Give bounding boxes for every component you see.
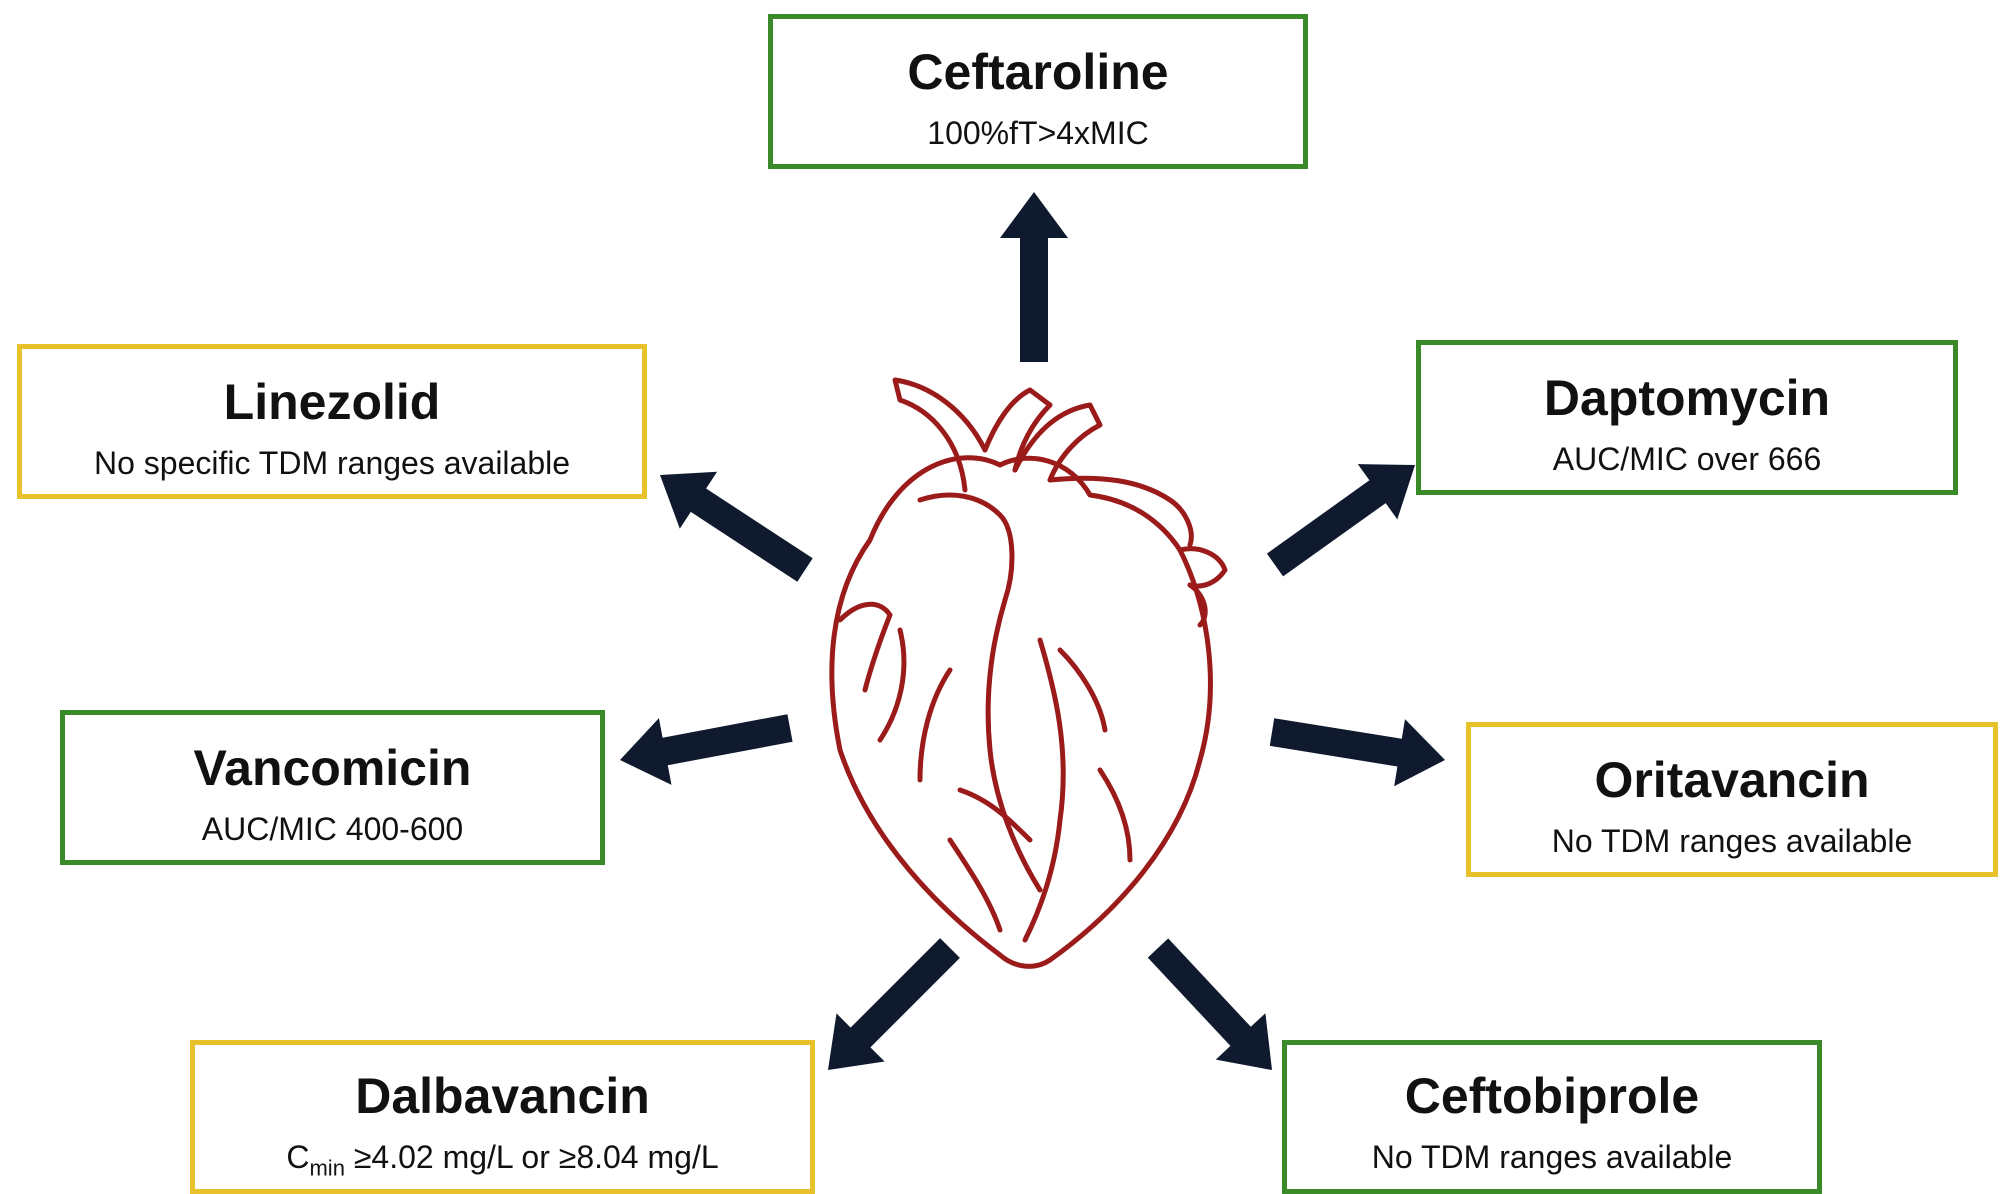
- drug-box-vancomicin: Vancomicin AUC/MIC 400-600: [60, 710, 605, 865]
- drug-target: No TDM ranges available: [1471, 825, 1993, 857]
- drug-target: AUC/MIC over 666: [1421, 443, 1953, 475]
- drug-box-ceftobiprole: Ceftobiprole No TDM ranges available: [1282, 1040, 1822, 1194]
- drug-name: Daptomycin: [1421, 373, 1953, 423]
- drug-name: Ceftobiprole: [1287, 1071, 1817, 1121]
- drug-box-linezolid: Linezolid No specific TDM ranges availab…: [17, 344, 647, 499]
- drug-name: Oritavancin: [1471, 755, 1993, 805]
- drug-target: No specific TDM ranges available: [22, 447, 642, 479]
- drug-name: Dalbavancin: [195, 1071, 810, 1121]
- drug-box-daptomycin: Daptomycin AUC/MIC over 666: [1416, 340, 1958, 495]
- arrow-to-oritavancin: [1270, 718, 1445, 786]
- arrow-to-daptomycin: [1267, 464, 1415, 576]
- arrow-to-vancomicin: [620, 714, 793, 785]
- drug-box-ceftaroline: Ceftaroline 100%fT>4xMIC: [768, 14, 1308, 169]
- drug-target: 100%fT>4xMIC: [773, 117, 1303, 149]
- drug-target: No TDM ranges available: [1287, 1141, 1817, 1173]
- drug-target: AUC/MIC 400-600: [65, 813, 600, 845]
- cmin-symbol: C: [286, 1139, 309, 1175]
- drug-name: Ceftaroline: [773, 47, 1303, 97]
- drug-box-dalbavancin: Dalbavancin Cmin ≥4.02 mg/L or ≥8.04 mg/…: [190, 1040, 815, 1194]
- cmin-values: ≥4.02 mg/L or ≥8.04 mg/L: [345, 1139, 719, 1175]
- drug-name: Vancomicin: [65, 743, 600, 793]
- drug-name: Linezolid: [22, 377, 642, 427]
- arrow-to-linezolid: [660, 472, 813, 582]
- drug-box-oritavancin: Oritavancin No TDM ranges available: [1466, 722, 1998, 877]
- heart-icon: [800, 370, 1240, 980]
- drug-target: Cmin ≥4.02 mg/L or ≥8.04 mg/L: [195, 1141, 810, 1179]
- cmin-subscript: min: [309, 1155, 344, 1180]
- arrow-to-ceftaroline: [1000, 192, 1068, 362]
